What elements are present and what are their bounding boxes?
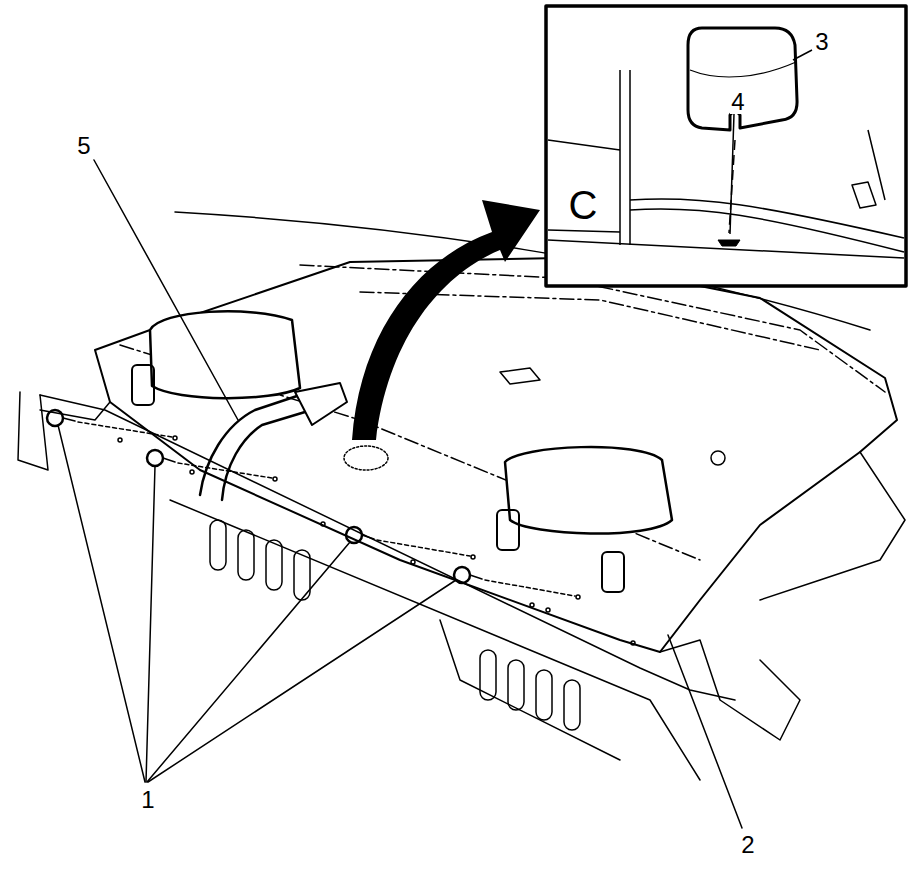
leader-line (148, 580, 456, 782)
retainer-pad-edge (690, 62, 796, 77)
speaker-pod (505, 447, 672, 534)
front-face (660, 640, 800, 740)
leader-line (147, 542, 350, 782)
callout-number: 1 (140, 788, 155, 812)
package-shelf (95, 258, 897, 652)
vent-slots (210, 520, 580, 730)
callout-number: 3 (814, 30, 829, 54)
strap (222, 412, 305, 500)
leader-line (58, 425, 145, 782)
inset-line (630, 199, 904, 238)
leader-line (146, 466, 155, 782)
callout-number: 4 (730, 90, 745, 114)
detail-inset (546, 6, 906, 286)
front-face (18, 392, 48, 470)
view-letter: C (568, 185, 599, 225)
inset-line (620, 70, 630, 245)
shelf-recess (500, 368, 540, 384)
belt-opening (497, 510, 519, 550)
inset-line (548, 140, 620, 232)
screw (346, 527, 475, 559)
front-face (40, 395, 735, 700)
clip-location (344, 446, 388, 470)
leader-line (730, 114, 734, 234)
retainer-pad (688, 28, 797, 130)
belt-opening (132, 365, 154, 405)
leader-line (793, 50, 812, 60)
screw (454, 567, 580, 599)
screw (47, 410, 177, 440)
inset-line (548, 240, 904, 258)
strap-tab (295, 383, 347, 425)
body-line (440, 620, 620, 760)
body-line (170, 500, 700, 780)
mounting-hole (118, 438, 635, 645)
leader-line (94, 160, 238, 420)
leader-line (668, 635, 742, 828)
detail-arrow (352, 200, 540, 440)
pod-grommet (711, 451, 725, 465)
rear-edge (760, 452, 905, 600)
callout-number: 5 (76, 134, 91, 158)
strap (200, 395, 300, 495)
callout-number: 2 (740, 833, 755, 857)
speaker-pod (150, 311, 300, 398)
clip (718, 240, 740, 246)
inset-line (852, 130, 885, 208)
belt-opening (602, 552, 624, 592)
screw (147, 450, 277, 481)
